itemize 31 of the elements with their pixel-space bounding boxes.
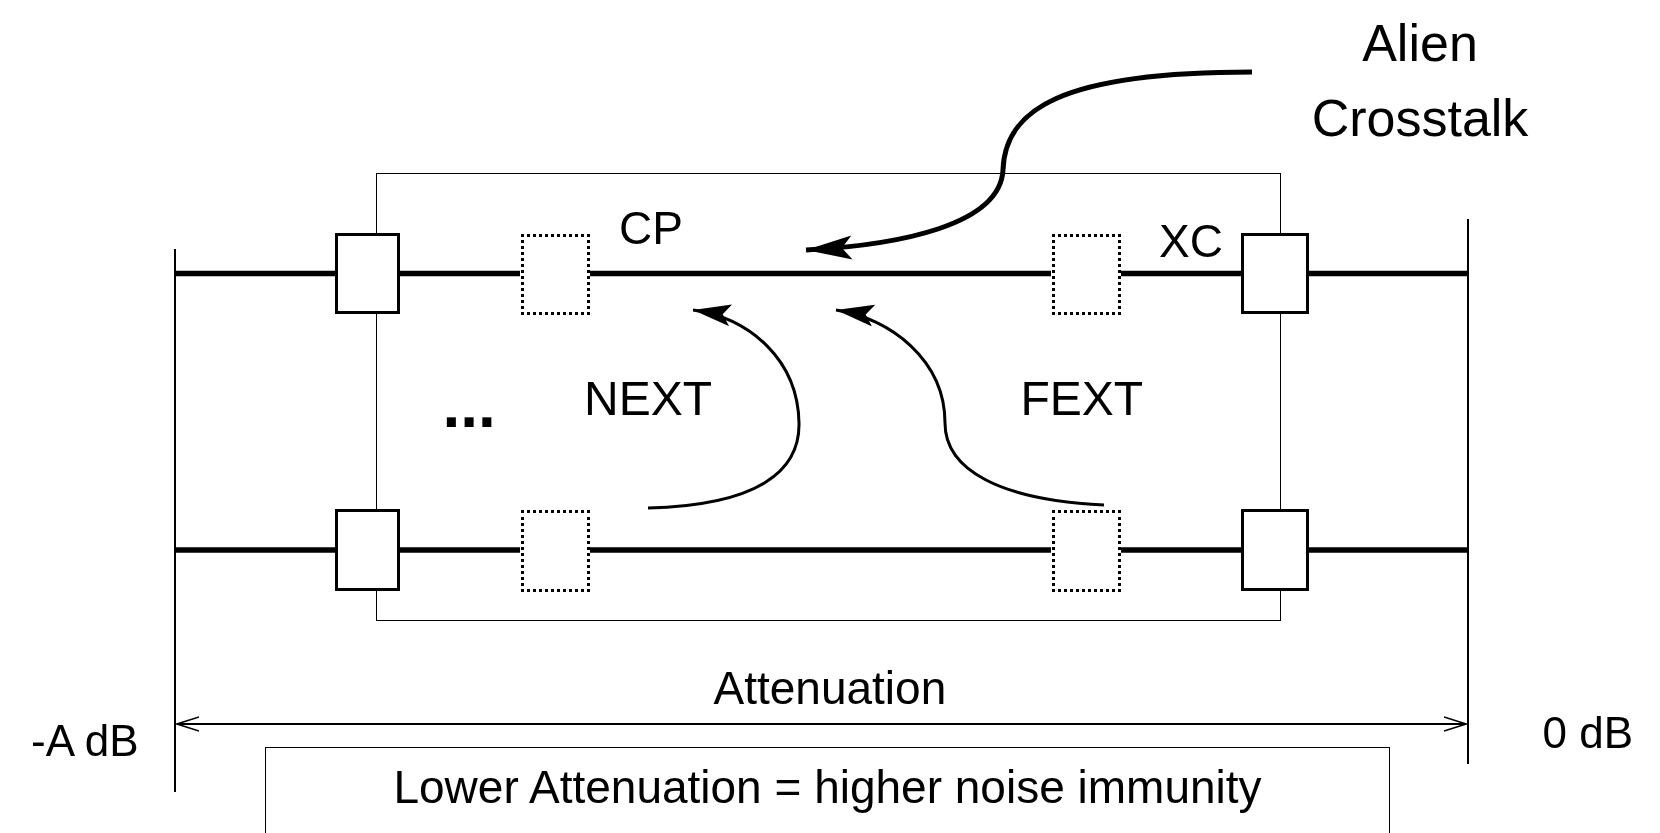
crosstalk-label: FEXT [1020,375,1144,423]
consolidation-point-box [1052,234,1121,315]
cable-line [1309,270,1468,277]
connector-box [335,233,400,314]
cable-line [175,270,335,277]
part-label: XC [1159,218,1223,264]
note-box [265,747,1390,833]
cable-line [1309,547,1468,553]
ellipsis-text: ... [442,373,496,437]
connector-box [335,509,400,591]
connector-box [1241,233,1309,314]
part-label: CP [619,205,683,251]
cable-line [589,547,1051,553]
consolidation-point-box [521,510,590,592]
consolidation-point-box [521,234,590,315]
cable-line [589,270,1051,277]
cable-line [175,547,335,553]
cable-line [1120,547,1241,553]
callout-text: Alien Crosstalk [1300,6,1540,146]
cable-line [400,547,520,553]
cable-line [1120,270,1241,277]
dimension-label: Attenuation [713,665,947,711]
level-label: -A dB [31,719,139,763]
note-text: Lower Attenuation = higher noise immunity [393,760,1262,814]
cable-line [400,270,520,277]
arrow [805,69,1253,259]
crosstalk-label: NEXT [584,375,712,423]
connector-box [1241,509,1309,591]
enclosure-box [376,173,1281,621]
level-label: 0 dB [1542,711,1633,755]
consolidation-point-box [1052,510,1121,592]
